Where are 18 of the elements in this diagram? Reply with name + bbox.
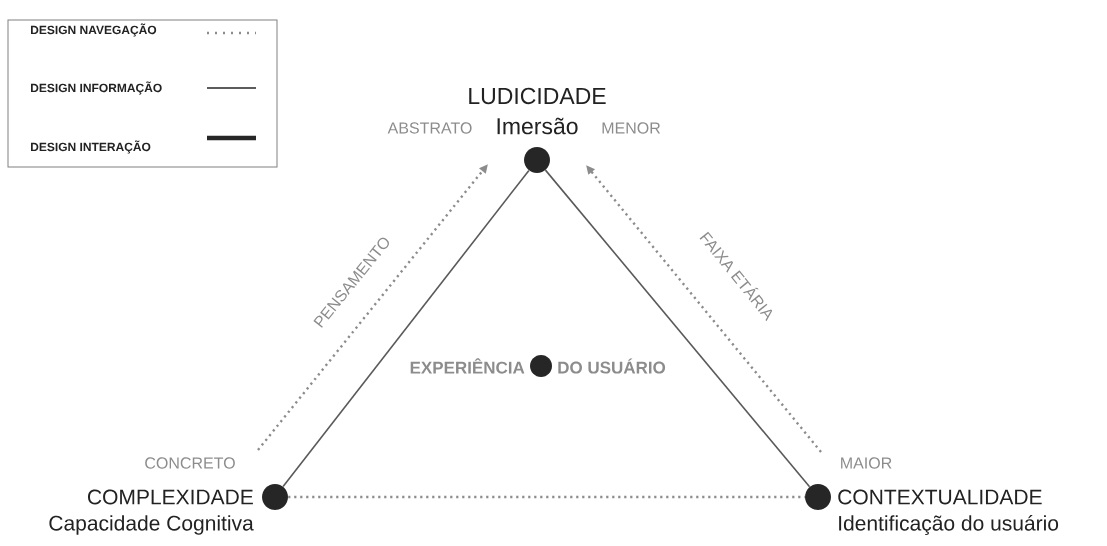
connector-line <box>544 169 811 488</box>
legend-text: DESIGN INFORMAÇÃO <box>31 81 162 95</box>
end-label: ABSTRATO <box>387 122 472 134</box>
end-label: MENOR <box>602 122 661 134</box>
legend-text: DESIGN INTERAÇÃO <box>31 140 151 154</box>
connector-line <box>282 169 530 488</box>
end-label: MAIOR <box>841 457 892 469</box>
node-label: Imersão <box>497 117 578 135</box>
end-label: CONCRETO <box>145 457 235 469</box>
connector-line <box>288 495 805 499</box>
node-label: Capacidade Cognitiva <box>49 515 254 535</box>
node-label: CONTEXTUALIDADE <box>838 489 1042 505</box>
node-label: Identificação do usuário <box>839 515 1059 535</box>
node-label: EXPERIÊNCIA <box>410 358 525 374</box>
node-label: DO USUÁRIO <box>558 358 666 374</box>
node-label: COMPLEXIDADE <box>88 489 253 505</box>
legend-text: DESIGN NAVEGAÇÃO <box>31 23 157 37</box>
node-label: LUDICIDADE <box>469 87 606 105</box>
